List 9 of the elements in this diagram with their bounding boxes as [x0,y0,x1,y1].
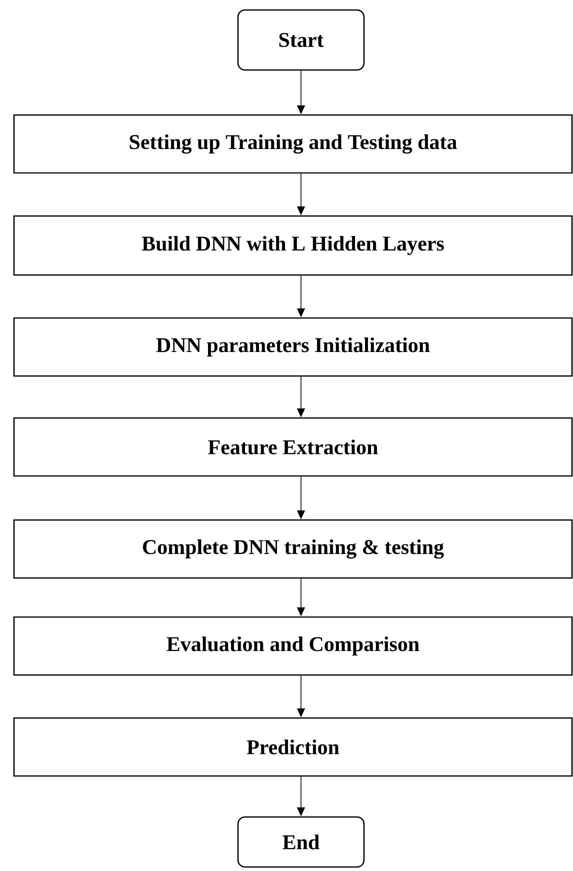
process-box: Prediction [13,717,573,777]
process-box: DNN parameters Initialization [13,317,573,377]
terminal-box: Start [237,9,365,71]
process-box: Setting up Training and Testing data [13,114,573,174]
process-box: Feature Extraction [13,417,573,477]
process-box: Evaluation and Comparison [13,616,573,676]
process-box: Build DNN with L Hidden Layers [13,215,573,276]
process-box: Complete DNN training & testing [13,519,573,579]
terminal-box: End [237,816,365,868]
